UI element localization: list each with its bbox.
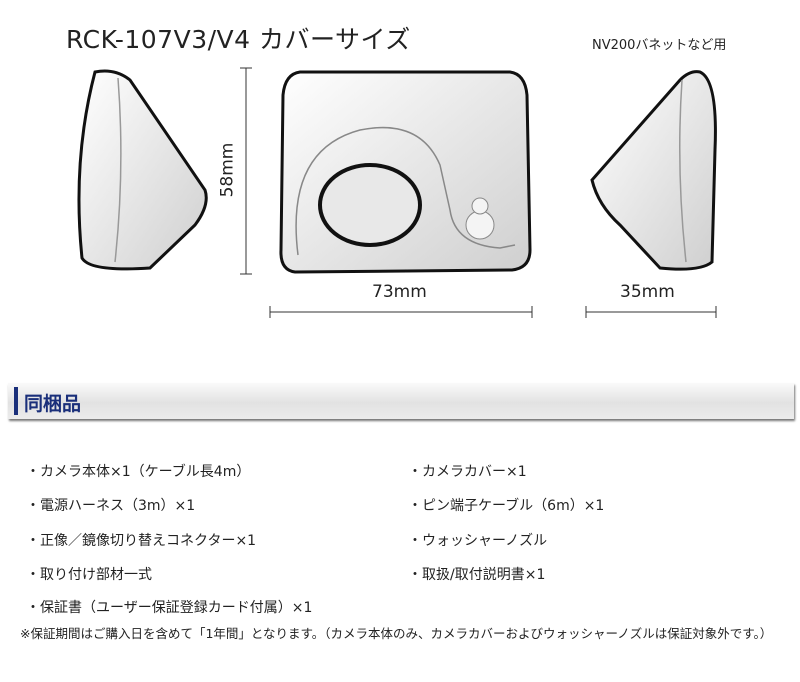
right-side-view	[590, 70, 717, 271]
list-item: ・取り付け部材一式	[26, 567, 152, 583]
list-item: ・カメラ本体×1（ケーブル長4m）	[26, 464, 251, 480]
left-side-view	[77, 69, 208, 271]
list-item: ・保証書（ユーザー保証登録カード付属）×1	[26, 600, 313, 616]
height-dimension: 58mm	[217, 142, 238, 198]
page-title: RCK-107V3/V4 カバーサイズ	[66, 25, 411, 54]
list-item: ・取扱/取付説明書×1	[408, 567, 546, 583]
dimension-lines	[240, 67, 717, 318]
width-dimension: 73mm	[372, 282, 427, 302]
list-item: ・ウォッシャーノズル	[408, 533, 548, 549]
list-item: ・ピン端子ケーブル（6m）×1	[408, 498, 605, 514]
list-item: ・カメラカバー×1	[408, 464, 527, 480]
cover-drawing	[77, 67, 717, 318]
front-view	[279, 70, 532, 274]
list-item: ・電源ハーネス（3m）×1	[26, 498, 196, 514]
warranty-note: ※保証期間はご購入日を含めて「1年間」となります。（カメラ本体のみ、カメラカバー…	[20, 626, 773, 641]
subtitle: NV200バネットなど用	[592, 38, 727, 53]
depth-dimension: 35mm	[620, 282, 675, 302]
section-header: 同梱品	[8, 383, 794, 419]
section-title: 同梱品	[24, 393, 82, 415]
list-item: ・正像／鏡像切り替えコネクター×1	[26, 533, 257, 549]
header-accent-bar	[14, 387, 18, 415]
